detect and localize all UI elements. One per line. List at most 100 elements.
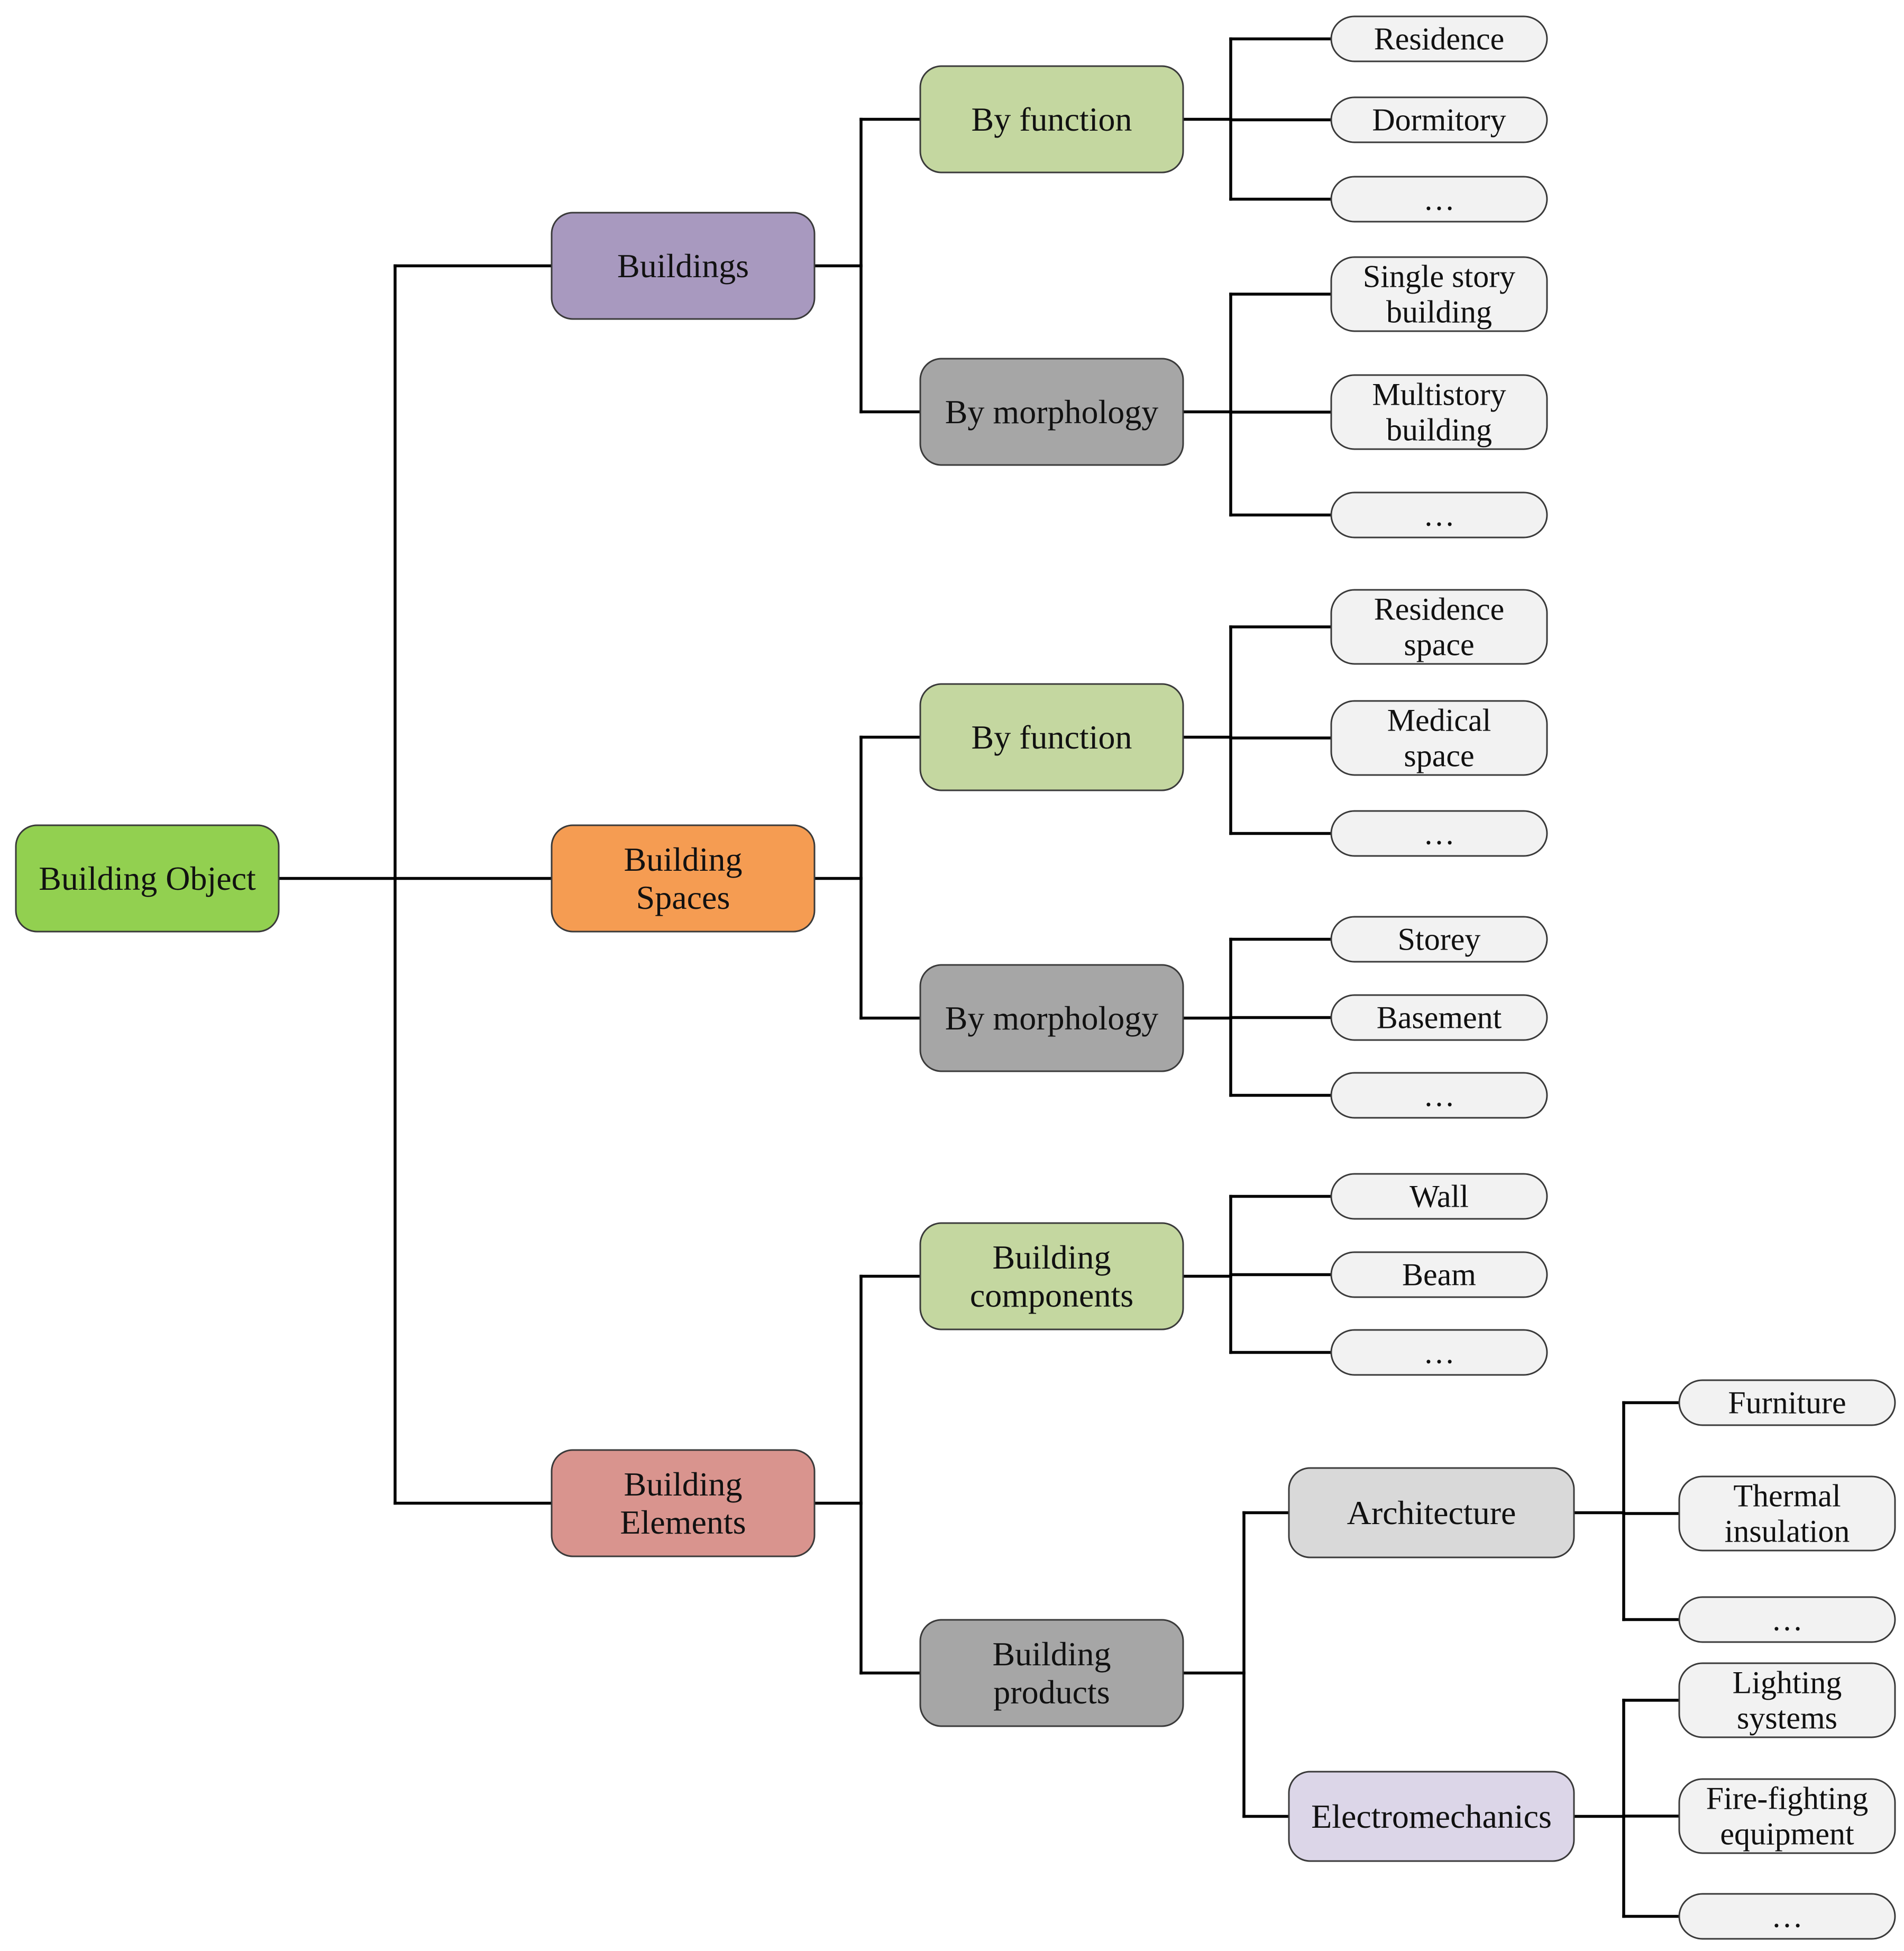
- leaf-node: Wall: [1330, 1173, 1548, 1220]
- category-node-elements-label: Building: [624, 1465, 742, 1503]
- leaf-node: Basement: [1330, 994, 1548, 1041]
- leaf-node-box: [1330, 916, 1548, 963]
- leaf-node: …: [1678, 1596, 1896, 1643]
- leaf-node-label: Wall: [1409, 1179, 1469, 1214]
- group-node-by-morphology-label: By morphology: [945, 393, 1159, 431]
- leaf-node-box: [1678, 1778, 1896, 1854]
- leaf-node-label: Residence: [1374, 22, 1505, 57]
- leaf-node-label: Single story: [1363, 259, 1515, 294]
- leaf-node-box: [1330, 1329, 1548, 1376]
- leaf-node-label: building: [1386, 413, 1492, 448]
- leaf-node: …: [1330, 810, 1548, 857]
- subgroup-node-electromechanics-label: Electromechanics: [1311, 1798, 1552, 1835]
- category-node-spaces-box: [551, 824, 816, 933]
- leaf-node-label: …: [1423, 1335, 1455, 1370]
- leaf-node-box: [1330, 1173, 1548, 1220]
- leaf-node-box: [1330, 700, 1548, 776]
- group-node-by-function-box: [919, 65, 1184, 174]
- leaf-node: Residence: [1330, 15, 1548, 62]
- leaf-node-label: Residence: [1374, 591, 1505, 626]
- subgroup-node-architecture-box: [1288, 1467, 1575, 1558]
- group-node-building-components-label: components: [970, 1277, 1133, 1314]
- root-node-building-object: Building Object: [15, 824, 280, 933]
- leaf-node-label: …: [1423, 182, 1455, 217]
- leaf-node-label: …: [1771, 1899, 1803, 1934]
- category-node-elements-label: Elements: [620, 1503, 746, 1541]
- leaf-node-label: Lighting: [1733, 1665, 1842, 1700]
- leaf-node-box: [1330, 15, 1548, 62]
- connector-lines: [277, 37, 1681, 1918]
- leaf-node-label: Dormitory: [1372, 103, 1506, 138]
- group-node-by-morphology-box: [919, 964, 1184, 1072]
- group-node-by-morphology: By morphology: [919, 964, 1184, 1072]
- leaf-node-box: [1330, 176, 1548, 223]
- group-node-by-function-label: By function: [972, 101, 1132, 138]
- leaf-node-box: [1330, 96, 1548, 143]
- subgroup-node-architecture: Architecture: [1288, 1467, 1575, 1558]
- group-node-by-function: By function: [919, 65, 1184, 174]
- leaf-node-label: space: [1404, 627, 1474, 662]
- subgroup-node-electromechanics-box: [1288, 1771, 1575, 1862]
- leaf-node-box: [1330, 810, 1548, 857]
- leaf-node-box: [1678, 1379, 1896, 1426]
- leaf-node: Dormitory: [1330, 96, 1548, 143]
- leaf-node: …: [1330, 1329, 1548, 1376]
- leaf-node-label: equipment: [1720, 1817, 1854, 1852]
- leaf-node: Storey: [1330, 916, 1548, 963]
- group-node-building-components-box: [919, 1222, 1184, 1330]
- group-node-by-morphology-label: By morphology: [945, 999, 1159, 1037]
- group-node-building-products-box: [919, 1619, 1184, 1727]
- category-node-elements-box: [551, 1449, 816, 1557]
- leaf-node-label: …: [1771, 1602, 1803, 1637]
- group-node-building-components-label: Building: [992, 1238, 1111, 1276]
- subgroup-node-architecture-label: Architecture: [1347, 1494, 1516, 1531]
- group-node-by-function: By function: [919, 683, 1184, 791]
- category-node-buildings-box: [551, 212, 816, 320]
- group-node-building-products-label: products: [993, 1673, 1110, 1711]
- leaf-node-label: systems: [1737, 1701, 1837, 1736]
- group-node-by-function-label: By function: [972, 718, 1132, 756]
- leaf-node-label: Thermal: [1733, 1478, 1841, 1513]
- leaf-node-label: Medical: [1387, 703, 1491, 737]
- leaf-node-box: [1330, 589, 1548, 665]
- category-node-spaces-label: Spaces: [636, 879, 730, 916]
- leaf-node-label: insulation: [1725, 1514, 1850, 1549]
- leaf-node-label: …: [1423, 498, 1455, 533]
- leaf-node-box: [1678, 1475, 1896, 1552]
- subgroup-node-electromechanics: Electromechanics: [1288, 1771, 1575, 1862]
- leaf-node: Beam: [1330, 1251, 1548, 1298]
- leaf-node-label: Furniture: [1728, 1385, 1846, 1420]
- leaf-node-box: [1330, 374, 1548, 450]
- category-node-spaces-label: Building: [624, 841, 742, 878]
- leaf-node: …: [1330, 1072, 1548, 1119]
- leaf-node: …: [1330, 176, 1548, 223]
- leaf-node-label: Basement: [1377, 1000, 1502, 1035]
- leaf-node-box: [1330, 256, 1548, 332]
- root-node-building-object-box: [15, 824, 280, 933]
- group-node-by-morphology-box: [919, 358, 1184, 466]
- leaf-node-box: [1330, 1072, 1548, 1119]
- leaf-node-box: [1330, 491, 1548, 539]
- leaf-node-label: Beam: [1402, 1257, 1476, 1292]
- group-node-building-products-label: Building: [992, 1635, 1111, 1673]
- leaf-node-label: …: [1423, 1078, 1455, 1113]
- leaf-node-label: space: [1404, 739, 1474, 773]
- leaf-node-label: Multistory: [1372, 377, 1506, 412]
- leaf-node-label: building: [1386, 295, 1492, 330]
- leaf-node-box: [1330, 994, 1548, 1041]
- group-node-by-morphology: By morphology: [919, 358, 1184, 466]
- leaf-node-box: [1330, 1251, 1548, 1298]
